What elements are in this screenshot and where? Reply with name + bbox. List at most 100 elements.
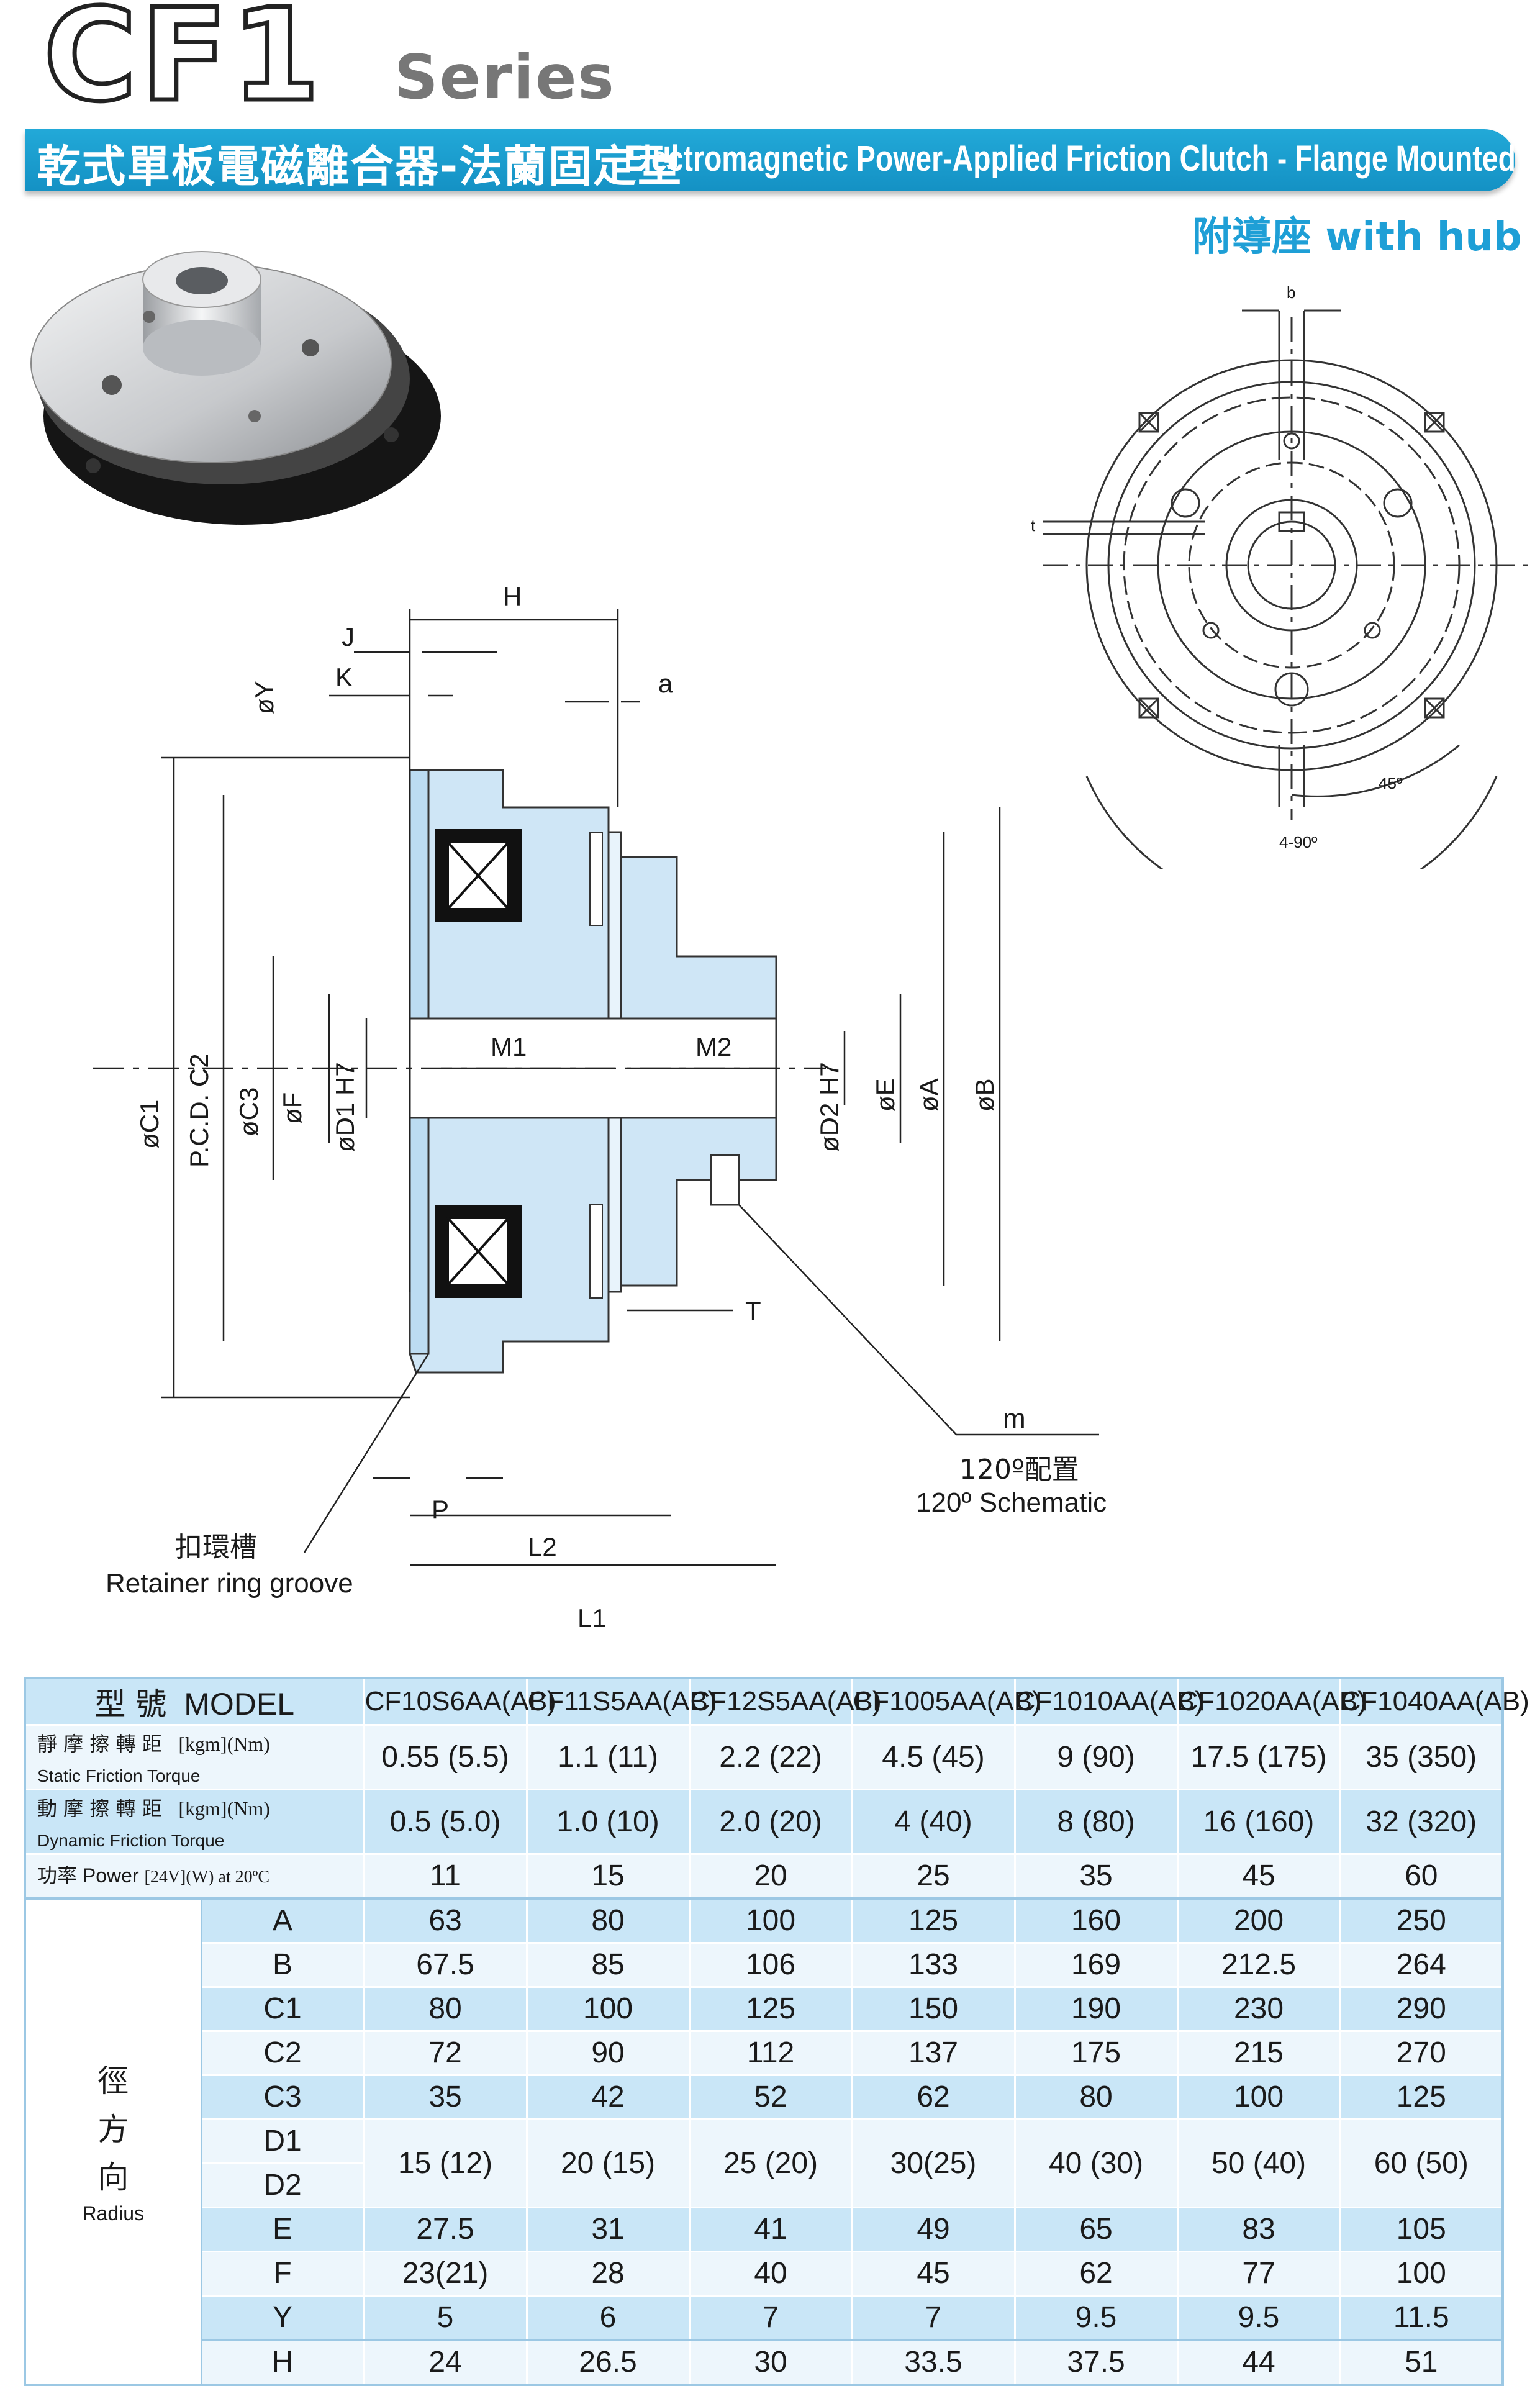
table-cell: 230 bbox=[1176, 1985, 1341, 2032]
dim-label: D1 bbox=[200, 2118, 365, 2164]
label-t: t bbox=[1031, 516, 1036, 535]
dim-K: K bbox=[335, 663, 353, 692]
title-banner bbox=[25, 129, 1515, 191]
table-cell: 190 bbox=[1013, 1985, 1179, 2032]
table-row: 功率 Power [24V](W) at 20ºC 11 15 20 25 35… bbox=[24, 1853, 1504, 1900]
table-cell: 45 bbox=[1176, 1853, 1341, 1900]
table-cell: 85 bbox=[525, 1941, 691, 1988]
table-cell: 2.0 (20) bbox=[688, 1788, 853, 1855]
schematic-zh: 120º配置 bbox=[959, 1454, 1079, 1486]
model-col: CF1020AA(AB) bbox=[1176, 1677, 1367, 1726]
table-cell: 9 (90) bbox=[1013, 1724, 1179, 1790]
dim-label: E bbox=[200, 2206, 365, 2252]
table-cell: 137 bbox=[851, 2030, 1016, 2076]
table-cell: 31 bbox=[525, 2206, 691, 2252]
table-cell: 16 (160) bbox=[1176, 1788, 1341, 1855]
retainer-groove-zh: 扣環槽 bbox=[175, 1531, 257, 1563]
table-cell: 80 bbox=[525, 1897, 691, 1944]
table-cell: 2.2 (22) bbox=[688, 1724, 853, 1790]
dim-M1: M1 bbox=[491, 1032, 527, 1061]
model-col: CF1010AA(AB) bbox=[1013, 1677, 1204, 1726]
mount-hole bbox=[384, 427, 399, 442]
table-cell: 11.5 bbox=[1339, 2294, 1504, 2341]
dim-A: øA bbox=[914, 1078, 943, 1112]
dim-H: H bbox=[503, 582, 522, 611]
dim-L1: L1 bbox=[578, 1604, 607, 1633]
model-col: CF1005AA(AB) bbox=[851, 1677, 1041, 1726]
label-b: b bbox=[1287, 283, 1295, 302]
table-cell: 32 (320) bbox=[1339, 1788, 1504, 1855]
table-cell: 30 bbox=[688, 2338, 853, 2386]
dim-a: a bbox=[658, 669, 673, 698]
table-cell: 80 bbox=[1013, 2074, 1179, 2120]
table-cell: 150 bbox=[851, 1985, 1016, 2032]
table-cell: 35 (350) bbox=[1339, 1724, 1504, 1790]
table-cell: 62 bbox=[851, 2074, 1016, 2120]
label-m: m bbox=[1003, 1404, 1026, 1434]
with-hub-label: 附導座 with hub bbox=[1192, 205, 1522, 262]
table-cell: 290 bbox=[1339, 1985, 1504, 2032]
table-cell: 80 bbox=[363, 1985, 528, 2032]
table-cell: 105 bbox=[1339, 2206, 1504, 2252]
dim-label: C3 bbox=[200, 2074, 365, 2120]
table-cell: 35 bbox=[1013, 1853, 1179, 1900]
corner-hole-marks bbox=[1138, 412, 1445, 719]
angle-4x90: 4-90º bbox=[1279, 833, 1318, 851]
table-cell: 83 bbox=[1176, 2206, 1341, 2252]
dim-label: A bbox=[200, 1897, 365, 1944]
table-cell: 4.5 (45) bbox=[851, 1724, 1016, 1790]
table-cell: 52 bbox=[688, 2074, 853, 2120]
dim-E: øE bbox=[871, 1078, 900, 1112]
table-row: D2 bbox=[25, 2162, 1503, 2208]
product-photo bbox=[30, 251, 441, 525]
table-cell: 77 bbox=[1176, 2250, 1341, 2297]
table-cell: 65 bbox=[1013, 2206, 1179, 2252]
title-english: Electromagnetic Power-Applied Friction C… bbox=[624, 138, 1516, 179]
dim-L2: L2 bbox=[528, 1532, 557, 1561]
table-cell: 26.5 bbox=[525, 2338, 691, 2386]
table-cell: 25 bbox=[851, 1853, 1016, 1900]
dim-J: J bbox=[342, 622, 355, 651]
table-cell: 200 bbox=[1176, 1897, 1341, 1944]
table-cell: 62 bbox=[1013, 2250, 1179, 2297]
dim-label: B bbox=[200, 1941, 365, 1988]
table-row: Y 5 6 7 7 9.5 9.5 11.5 bbox=[25, 2294, 1504, 2341]
table-cell: 125 bbox=[688, 1985, 853, 2032]
radius-group-label: 徑方向 Radius bbox=[24, 1897, 202, 2386]
table-cell: 30(25) bbox=[851, 2118, 1016, 2208]
table-row: D1 15 (12) 20 (15) 25 (20) 30(25) 40 (30… bbox=[25, 2118, 1504, 2208]
table-cell: 40 (30) bbox=[1013, 2118, 1179, 2208]
table-cell: 49 bbox=[851, 2206, 1016, 2252]
table-cell: 42 bbox=[525, 2074, 691, 2120]
table-cell: 106 bbox=[688, 1941, 853, 1988]
mount-hole bbox=[86, 458, 101, 473]
table-cell: 215 bbox=[1176, 2030, 1341, 2076]
table-cell: 169 bbox=[1013, 1941, 1179, 1988]
table-cell: 0.55 (5.5) bbox=[363, 1724, 528, 1790]
set-screw bbox=[710, 1154, 740, 1206]
table-cell: 270 bbox=[1339, 2030, 1504, 2076]
table-cell: 4 (40) bbox=[851, 1788, 1016, 1855]
dim-D2: øD2 H7 bbox=[815, 1062, 844, 1152]
table-header-row: 型 號 MODEL CF10S6AA(AB) CF11S5AA(AB) CF12… bbox=[24, 1677, 1529, 1726]
dim-label: F bbox=[200, 2250, 365, 2297]
table-cell: 7 bbox=[688, 2294, 853, 2341]
table-cell: 24 bbox=[363, 2338, 528, 2386]
table-row: C1 80 100 125 150 190 230 290 bbox=[25, 1985, 1504, 2032]
dim-C3: øC3 bbox=[234, 1087, 263, 1136]
table-cell: 28 bbox=[525, 2250, 691, 2297]
table-cell: 250 bbox=[1339, 1897, 1504, 1944]
table-cell: 11 bbox=[363, 1853, 528, 1900]
table-cell: 6 bbox=[525, 2294, 691, 2341]
table-cell: 60 (50) bbox=[1339, 2118, 1504, 2208]
table-row: 動 摩 擦 轉 距 [kgm](Nm)Dynamic Friction Torq… bbox=[24, 1788, 1504, 1855]
table-cell: 7 bbox=[851, 2294, 1016, 2341]
mount-hole bbox=[248, 410, 261, 422]
dim-label: Y bbox=[200, 2294, 365, 2341]
table-cell: 125 bbox=[851, 1897, 1016, 1944]
table-row: E 27.5 31 41 49 65 83 105 bbox=[25, 2206, 1504, 2252]
model-col: CF11S5AA(AB) bbox=[525, 1677, 717, 1726]
table-cell: 1.0 (10) bbox=[525, 1788, 691, 1855]
with-hub-en: with hub bbox=[1325, 214, 1522, 260]
table-cell: 17.5 (175) bbox=[1176, 1724, 1341, 1790]
